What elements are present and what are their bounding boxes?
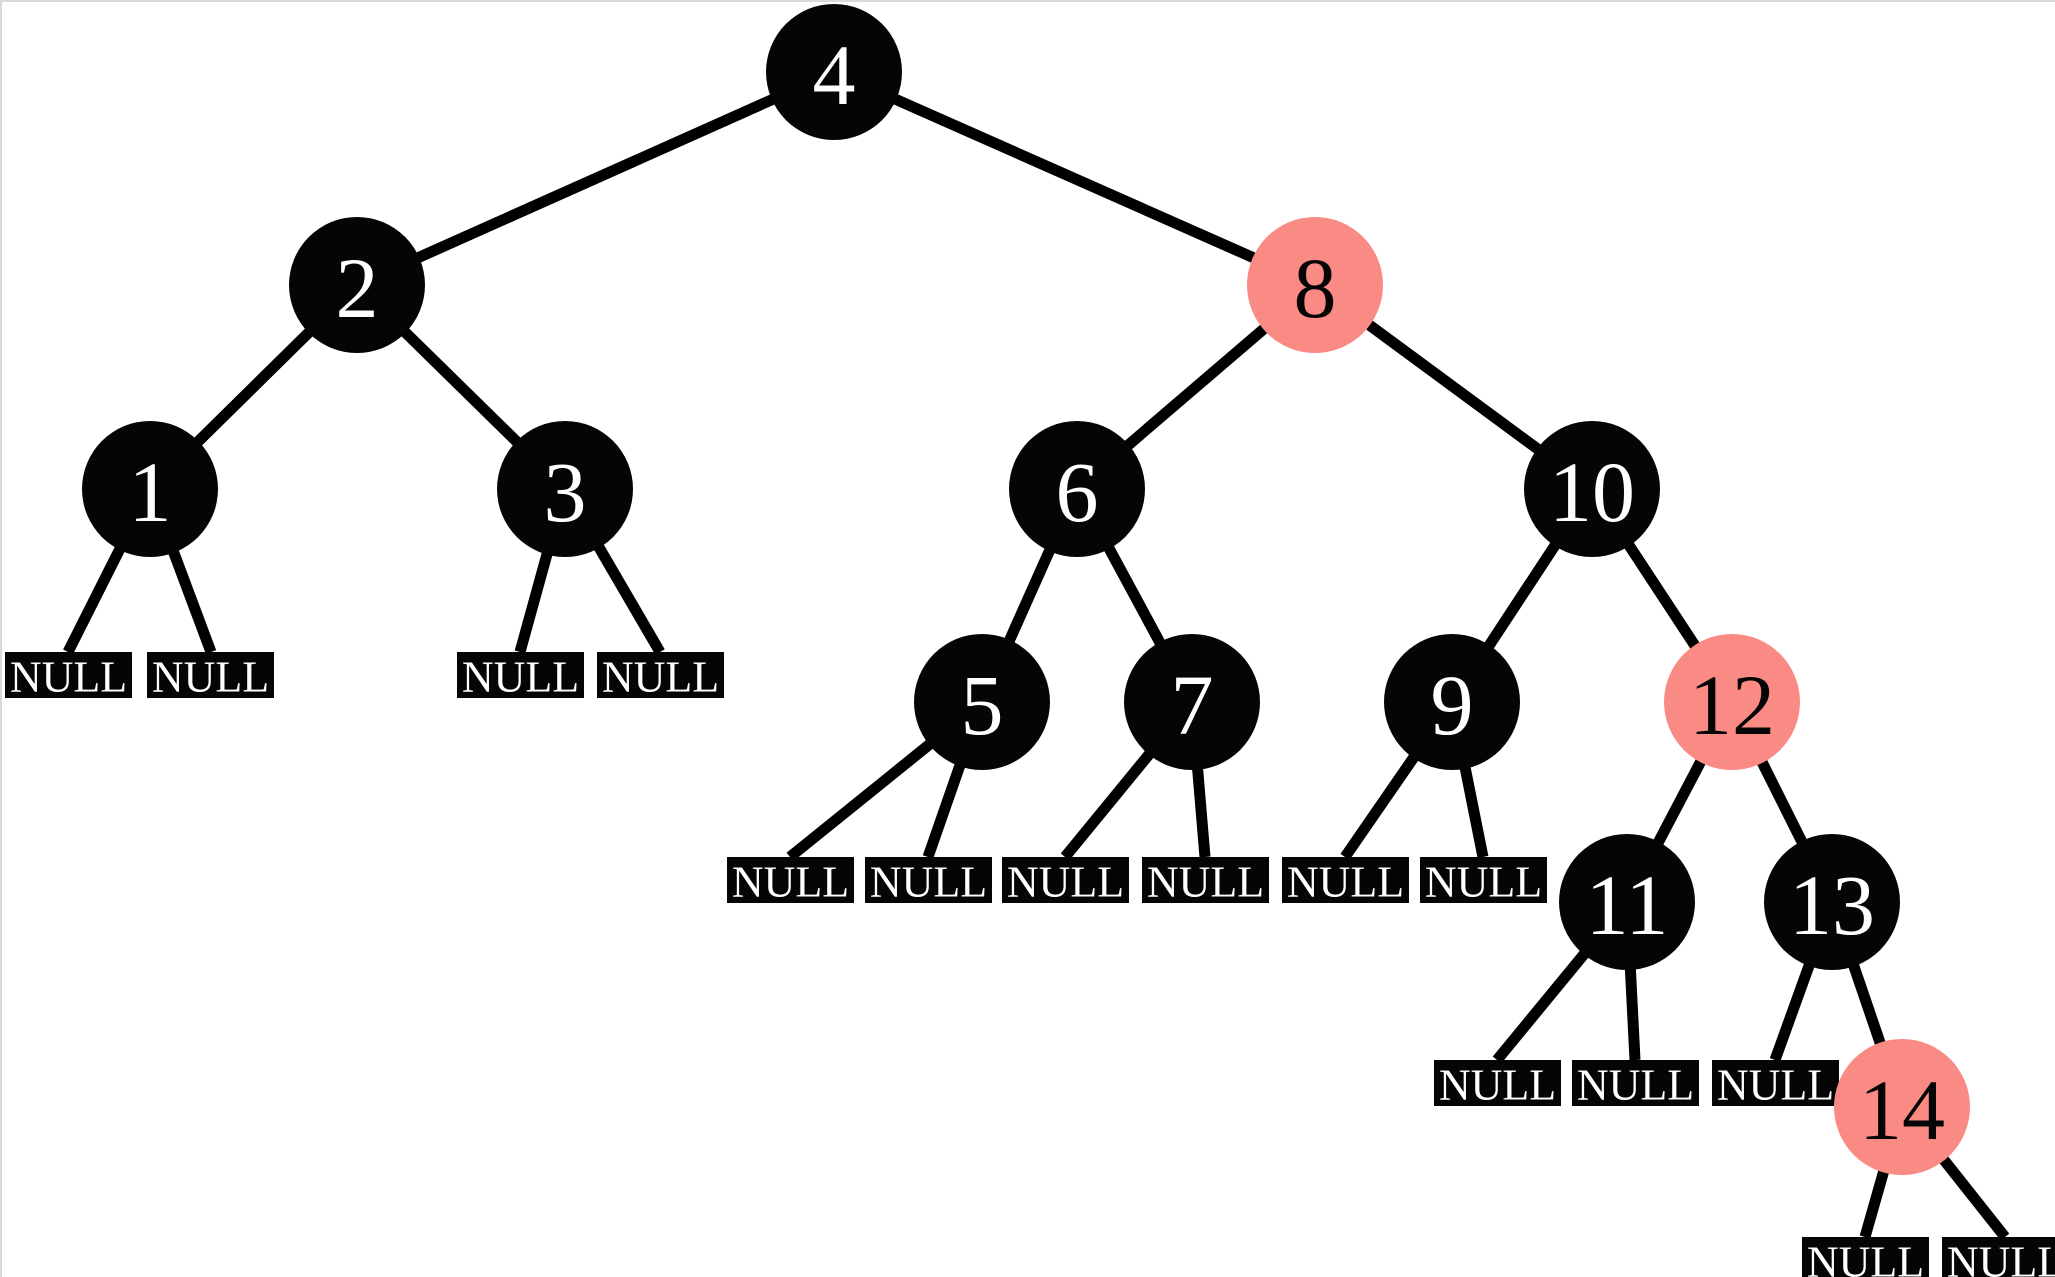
tree-node-circle-9[interactable]: [1384, 634, 1520, 770]
null-leaf: NULL: [1942, 1237, 2055, 1277]
tree-node-8[interactable]: 8: [1247, 217, 1383, 353]
null-leaf-box: [1282, 857, 1409, 903]
tree-node-label-12: 12: [1689, 657, 1775, 753]
tree-node-label-14: 14: [1859, 1062, 1945, 1158]
null-leaf-box: [1712, 1060, 1839, 1106]
tree-node-circle-14[interactable]: [1834, 1039, 1970, 1175]
null-leaf-box: [865, 857, 992, 903]
null-leaf-label: NULL: [870, 858, 987, 907]
null-leaf-label: NULL: [10, 653, 127, 702]
null-leaf: NULL: [727, 857, 854, 907]
tree-node-3[interactable]: 3: [497, 421, 633, 557]
tree-node-label-8: 8: [1294, 240, 1337, 336]
null-leaf-box: [147, 652, 274, 698]
tree-node-label-2: 2: [336, 240, 379, 336]
tree-node-label-10: 10: [1549, 444, 1635, 540]
tree-node-5[interactable]: 5: [914, 634, 1050, 770]
tree-node-circle-5[interactable]: [914, 634, 1050, 770]
tree-node-11[interactable]: 11: [1559, 834, 1695, 970]
tree-node-6[interactable]: 6: [1009, 421, 1145, 557]
null-leaf-label: NULL: [1007, 858, 1124, 907]
null-leaf-label: NULL: [1287, 858, 1404, 907]
tree-node-circle-4[interactable]: [766, 4, 902, 140]
tree-node-label-4: 4: [813, 27, 856, 123]
null-leaf-box: [1802, 1237, 1929, 1277]
null-leaf: NULL: [1282, 857, 1409, 907]
tree-node-label-6: 6: [1056, 444, 1099, 540]
tree-node-circle-2[interactable]: [289, 217, 425, 353]
null-leaf: NULL: [147, 652, 274, 702]
null-leaf: NULL: [865, 857, 992, 907]
null-leaf: NULL: [5, 652, 132, 702]
tree-node-label-1: 1: [129, 444, 172, 540]
null-leaf: NULL: [1572, 1060, 1699, 1110]
null-leaf-box: [1142, 857, 1269, 903]
null-leaf-label: NULL: [1717, 1061, 1834, 1110]
null-leaf-box: [457, 652, 584, 698]
tree-node-circle-12[interactable]: [1664, 634, 1800, 770]
null-leaf-box: [1002, 857, 1129, 903]
tree-edge-n4-n2: [354, 66, 837, 291]
null-leaf: NULL: [457, 652, 584, 702]
tree-node-1[interactable]: 1: [82, 421, 218, 557]
tree-node-9[interactable]: 9: [1384, 634, 1520, 770]
null-leaf-label: NULL: [1439, 1061, 1556, 1110]
null-leaf: NULL: [1802, 1237, 1929, 1277]
null-leaf-label: NULL: [1147, 858, 1264, 907]
tree-node-circle-11[interactable]: [1559, 834, 1695, 970]
null-leaf: NULL: [1002, 857, 1129, 907]
null-leaf-group: NULL NULL NULL NULL NULL NULL NULL NULL NULL NULL…: [5, 652, 2055, 1277]
tree-node-label-3: 3: [544, 444, 587, 540]
tree-node-circle-7[interactable]: [1124, 634, 1260, 770]
null-leaf-label: NULL: [462, 653, 579, 702]
tree-node-10[interactable]: 10: [1524, 421, 1660, 557]
tree-node-2[interactable]: 2: [289, 217, 425, 353]
null-leaf-label: NULL: [1807, 1238, 1924, 1277]
null-leaf-box: [1420, 857, 1547, 903]
null-leaf-label: NULL: [1947, 1238, 2055, 1277]
tree-node-circle-6[interactable]: [1009, 421, 1145, 557]
null-leaf-box: [597, 652, 724, 698]
null-leaf-box: [1572, 1060, 1699, 1106]
null-leaf: NULL: [1712, 1060, 1839, 1110]
tree-node-14[interactable]: 14: [1834, 1039, 1970, 1175]
tree-node-7[interactable]: 7: [1124, 634, 1260, 770]
null-leaf-label: NULL: [152, 653, 269, 702]
null-leaf-label: NULL: [1577, 1061, 1694, 1110]
tree-node-label-13: 13: [1789, 857, 1875, 953]
tree-node-circle-13[interactable]: [1764, 834, 1900, 970]
tree-node-12[interactable]: 12: [1664, 634, 1800, 770]
tree-edge-n4-n8: [831, 66, 1318, 291]
null-leaf-label: NULL: [732, 858, 849, 907]
tree-node-label-7: 7: [1171, 657, 1214, 753]
null-leaf: NULL: [1434, 1060, 1561, 1110]
tree-node-13[interactable]: 13: [1764, 834, 1900, 970]
null-leaf-box: [1942, 1237, 2055, 1277]
tree-node-4[interactable]: 4: [766, 4, 902, 140]
tree-node-label-5: 5: [961, 657, 1004, 753]
tree-node-circle-1[interactable]: [82, 421, 218, 557]
null-leaf: NULL: [1142, 857, 1269, 907]
tree-node-circle-8[interactable]: [1247, 217, 1383, 353]
null-leaf-label: NULL: [1425, 858, 1542, 907]
tree-node-label-11: 11: [1586, 857, 1669, 953]
null-leaf-label: NULL: [602, 653, 719, 702]
tree-node-circle-10[interactable]: [1524, 421, 1660, 557]
null-leaf-box: [5, 652, 132, 698]
tree-node-circle-3[interactable]: [497, 421, 633, 557]
null-leaf: NULL: [597, 652, 724, 702]
null-leaf-box: [727, 857, 854, 903]
null-leaf: NULL: [1420, 857, 1547, 907]
tree-node-label-9: 9: [1431, 657, 1474, 753]
null-leaf-box: [1434, 1060, 1561, 1106]
